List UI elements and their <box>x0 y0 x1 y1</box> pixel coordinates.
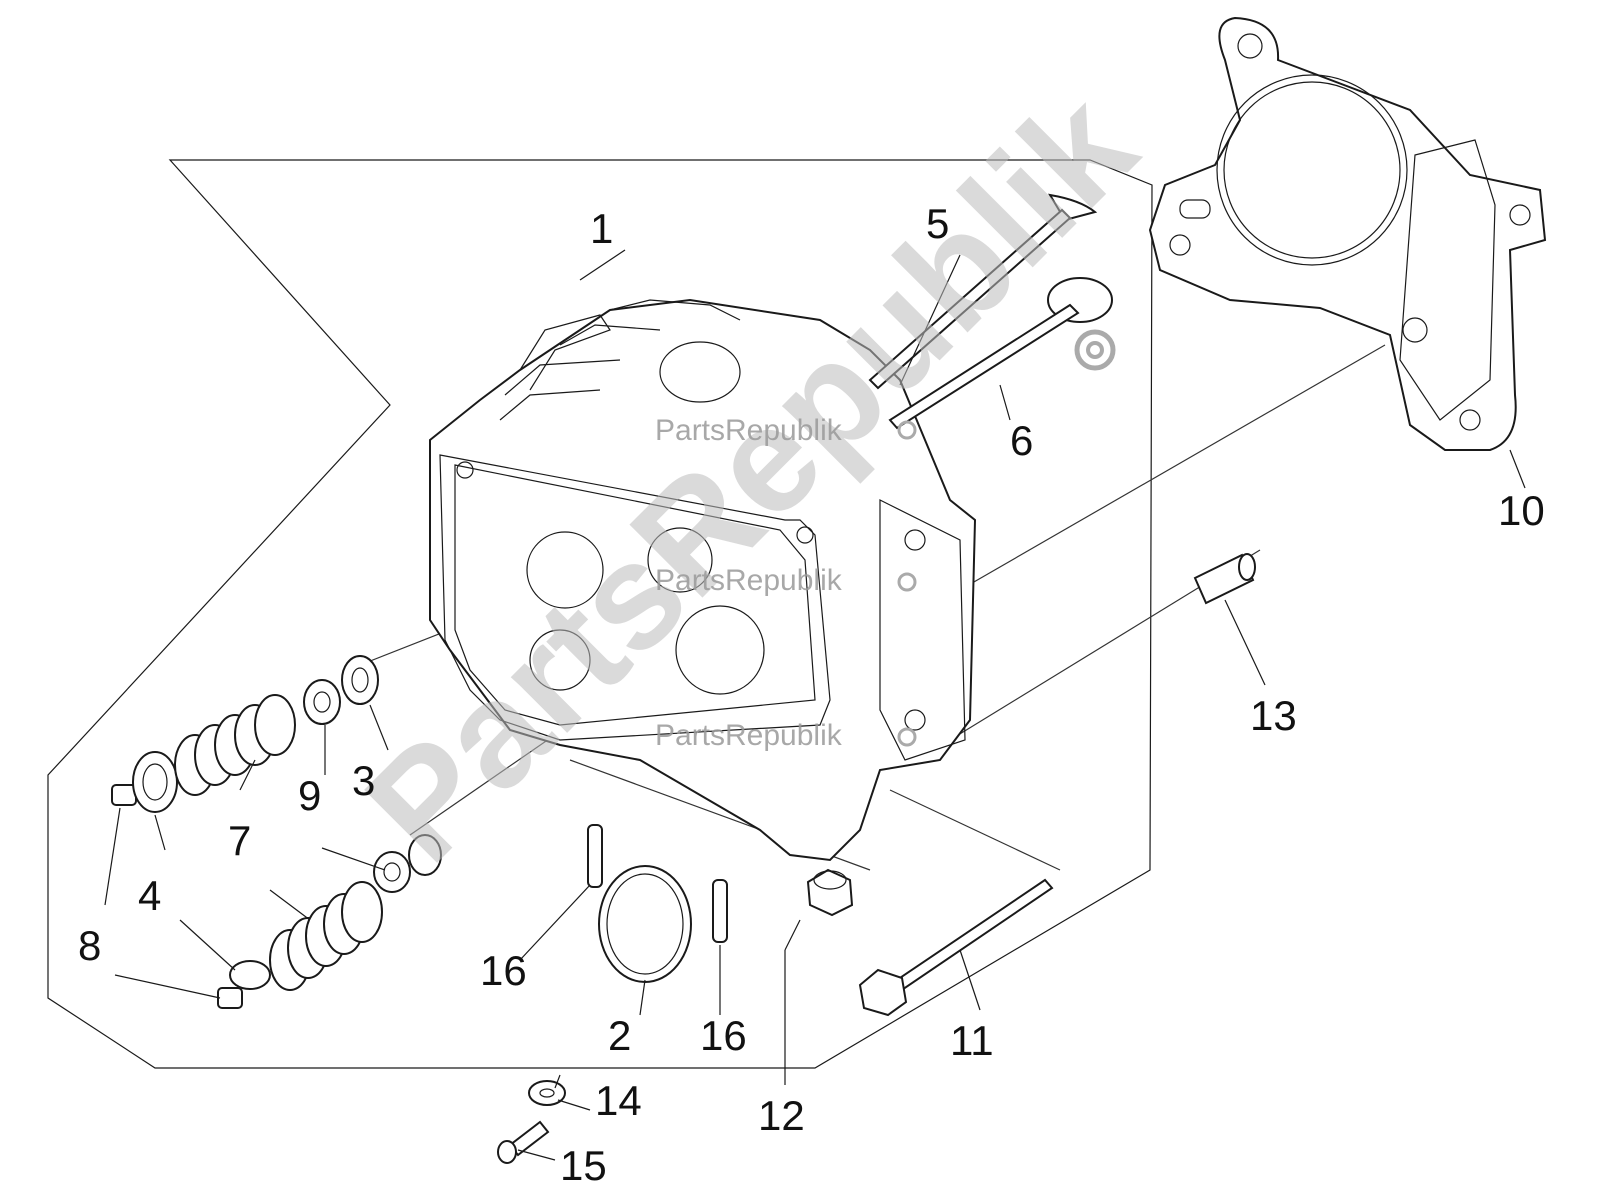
callout-3: 3 <box>352 757 375 804</box>
valve-seal-lower <box>373 851 411 893</box>
callout-11: 11 <box>950 1017 994 1064</box>
callout-8: 8 <box>78 922 101 969</box>
dowel-pin-right <box>712 879 728 943</box>
gear-icon-small-3 <box>897 727 917 747</box>
assembly-boundary <box>47 159 1153 1069</box>
gear-icon-small-1 <box>897 420 917 440</box>
callout-15: 15 <box>560 1142 607 1189</box>
leader-lines <box>104 249 1526 1161</box>
watermark-brand-2: PartsRepublik <box>655 564 843 597</box>
callout-5: 5 <box>926 200 949 247</box>
washer <box>528 1080 566 1106</box>
bushing <box>1193 553 1256 605</box>
valve-5 <box>868 193 1098 390</box>
dowel-pin-left <box>587 824 603 888</box>
spring-retainer-lower <box>229 960 271 990</box>
plug <box>806 868 854 917</box>
valve-seal-upper <box>303 679 341 725</box>
cylinder-head <box>429 298 977 862</box>
head-gasket <box>1148 16 1547 451</box>
callout-12: 12 <box>758 1092 805 1139</box>
callout-13: 13 <box>1250 692 1297 739</box>
callout-6: 6 <box>1010 417 1033 464</box>
o-ring <box>598 865 692 983</box>
callout-2: 2 <box>608 1012 631 1059</box>
callout-14: 14 <box>595 1077 642 1124</box>
callout-7-upper: 7 <box>228 817 251 864</box>
screw <box>497 1120 550 1164</box>
valve-spring-lower <box>269 881 383 991</box>
callout-9: 9 <box>298 772 321 819</box>
gear-icon-small-2 <box>897 572 917 592</box>
spring-retainer-upper <box>132 751 178 813</box>
callout-10: 10 <box>1498 487 1545 534</box>
callout-16-right: 16 <box>700 1012 747 1059</box>
watermark-brand-1: PartsRepublik <box>655 414 843 447</box>
callouts: 1 2 3 4 4 5 6 7 7 8 9 10 11 12 13 14 15 … <box>78 200 1545 1189</box>
head-bolt <box>858 878 1054 1017</box>
callout-1: 1 <box>590 205 613 252</box>
watermark-brand-3: PartsRepublik <box>655 719 843 752</box>
valve-train-lower <box>217 834 442 1009</box>
gear-icon <box>1074 329 1116 371</box>
spring-seat-upper <box>341 655 379 705</box>
valve-cotter-lower <box>217 987 243 1009</box>
callout-16-left: 16 <box>480 947 527 994</box>
valve-spring-upper <box>174 694 296 796</box>
valve-train-upper <box>111 655 379 813</box>
valve-6 <box>888 277 1113 430</box>
spring-seat-lower <box>408 834 442 876</box>
callout-4-upper: 4 <box>138 872 161 919</box>
